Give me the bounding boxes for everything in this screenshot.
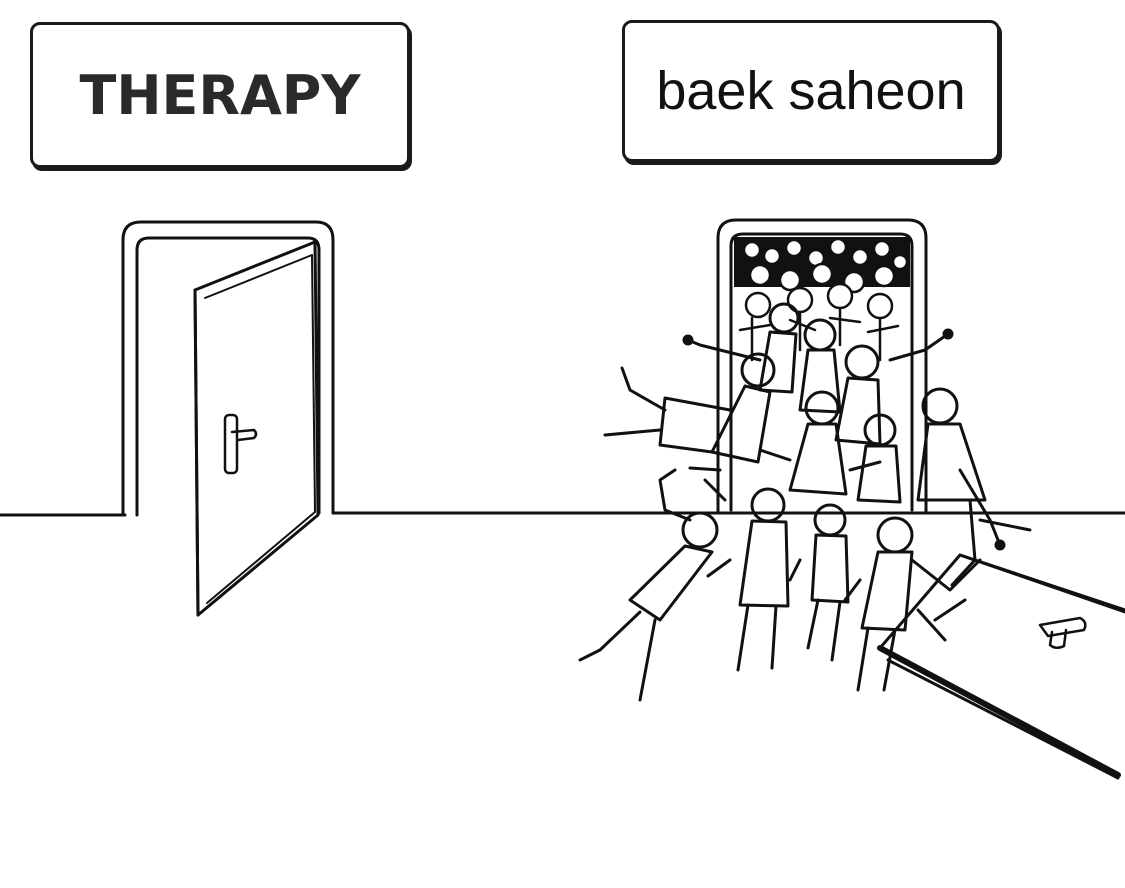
crowd-people bbox=[578, 302, 1032, 702]
baek-saheon-sign-text: baek saheon bbox=[656, 61, 966, 121]
crowded-door-frame bbox=[716, 218, 928, 515]
therapy-door-frame bbox=[121, 220, 335, 517]
baek-saheon-sign: baek saheon bbox=[622, 20, 1000, 162]
therapy-sign-text: THERAPY bbox=[79, 63, 361, 127]
therapy-door-handle bbox=[223, 413, 258, 475]
crowd-heads-background bbox=[734, 237, 910, 362]
therapy-door-open bbox=[193, 240, 320, 617]
floor-line bbox=[0, 511, 1125, 517]
knocked-door-handle bbox=[1038, 616, 1087, 649]
therapy-sign: THERAPY bbox=[30, 22, 410, 168]
knocked-over-door bbox=[877, 553, 1125, 780]
